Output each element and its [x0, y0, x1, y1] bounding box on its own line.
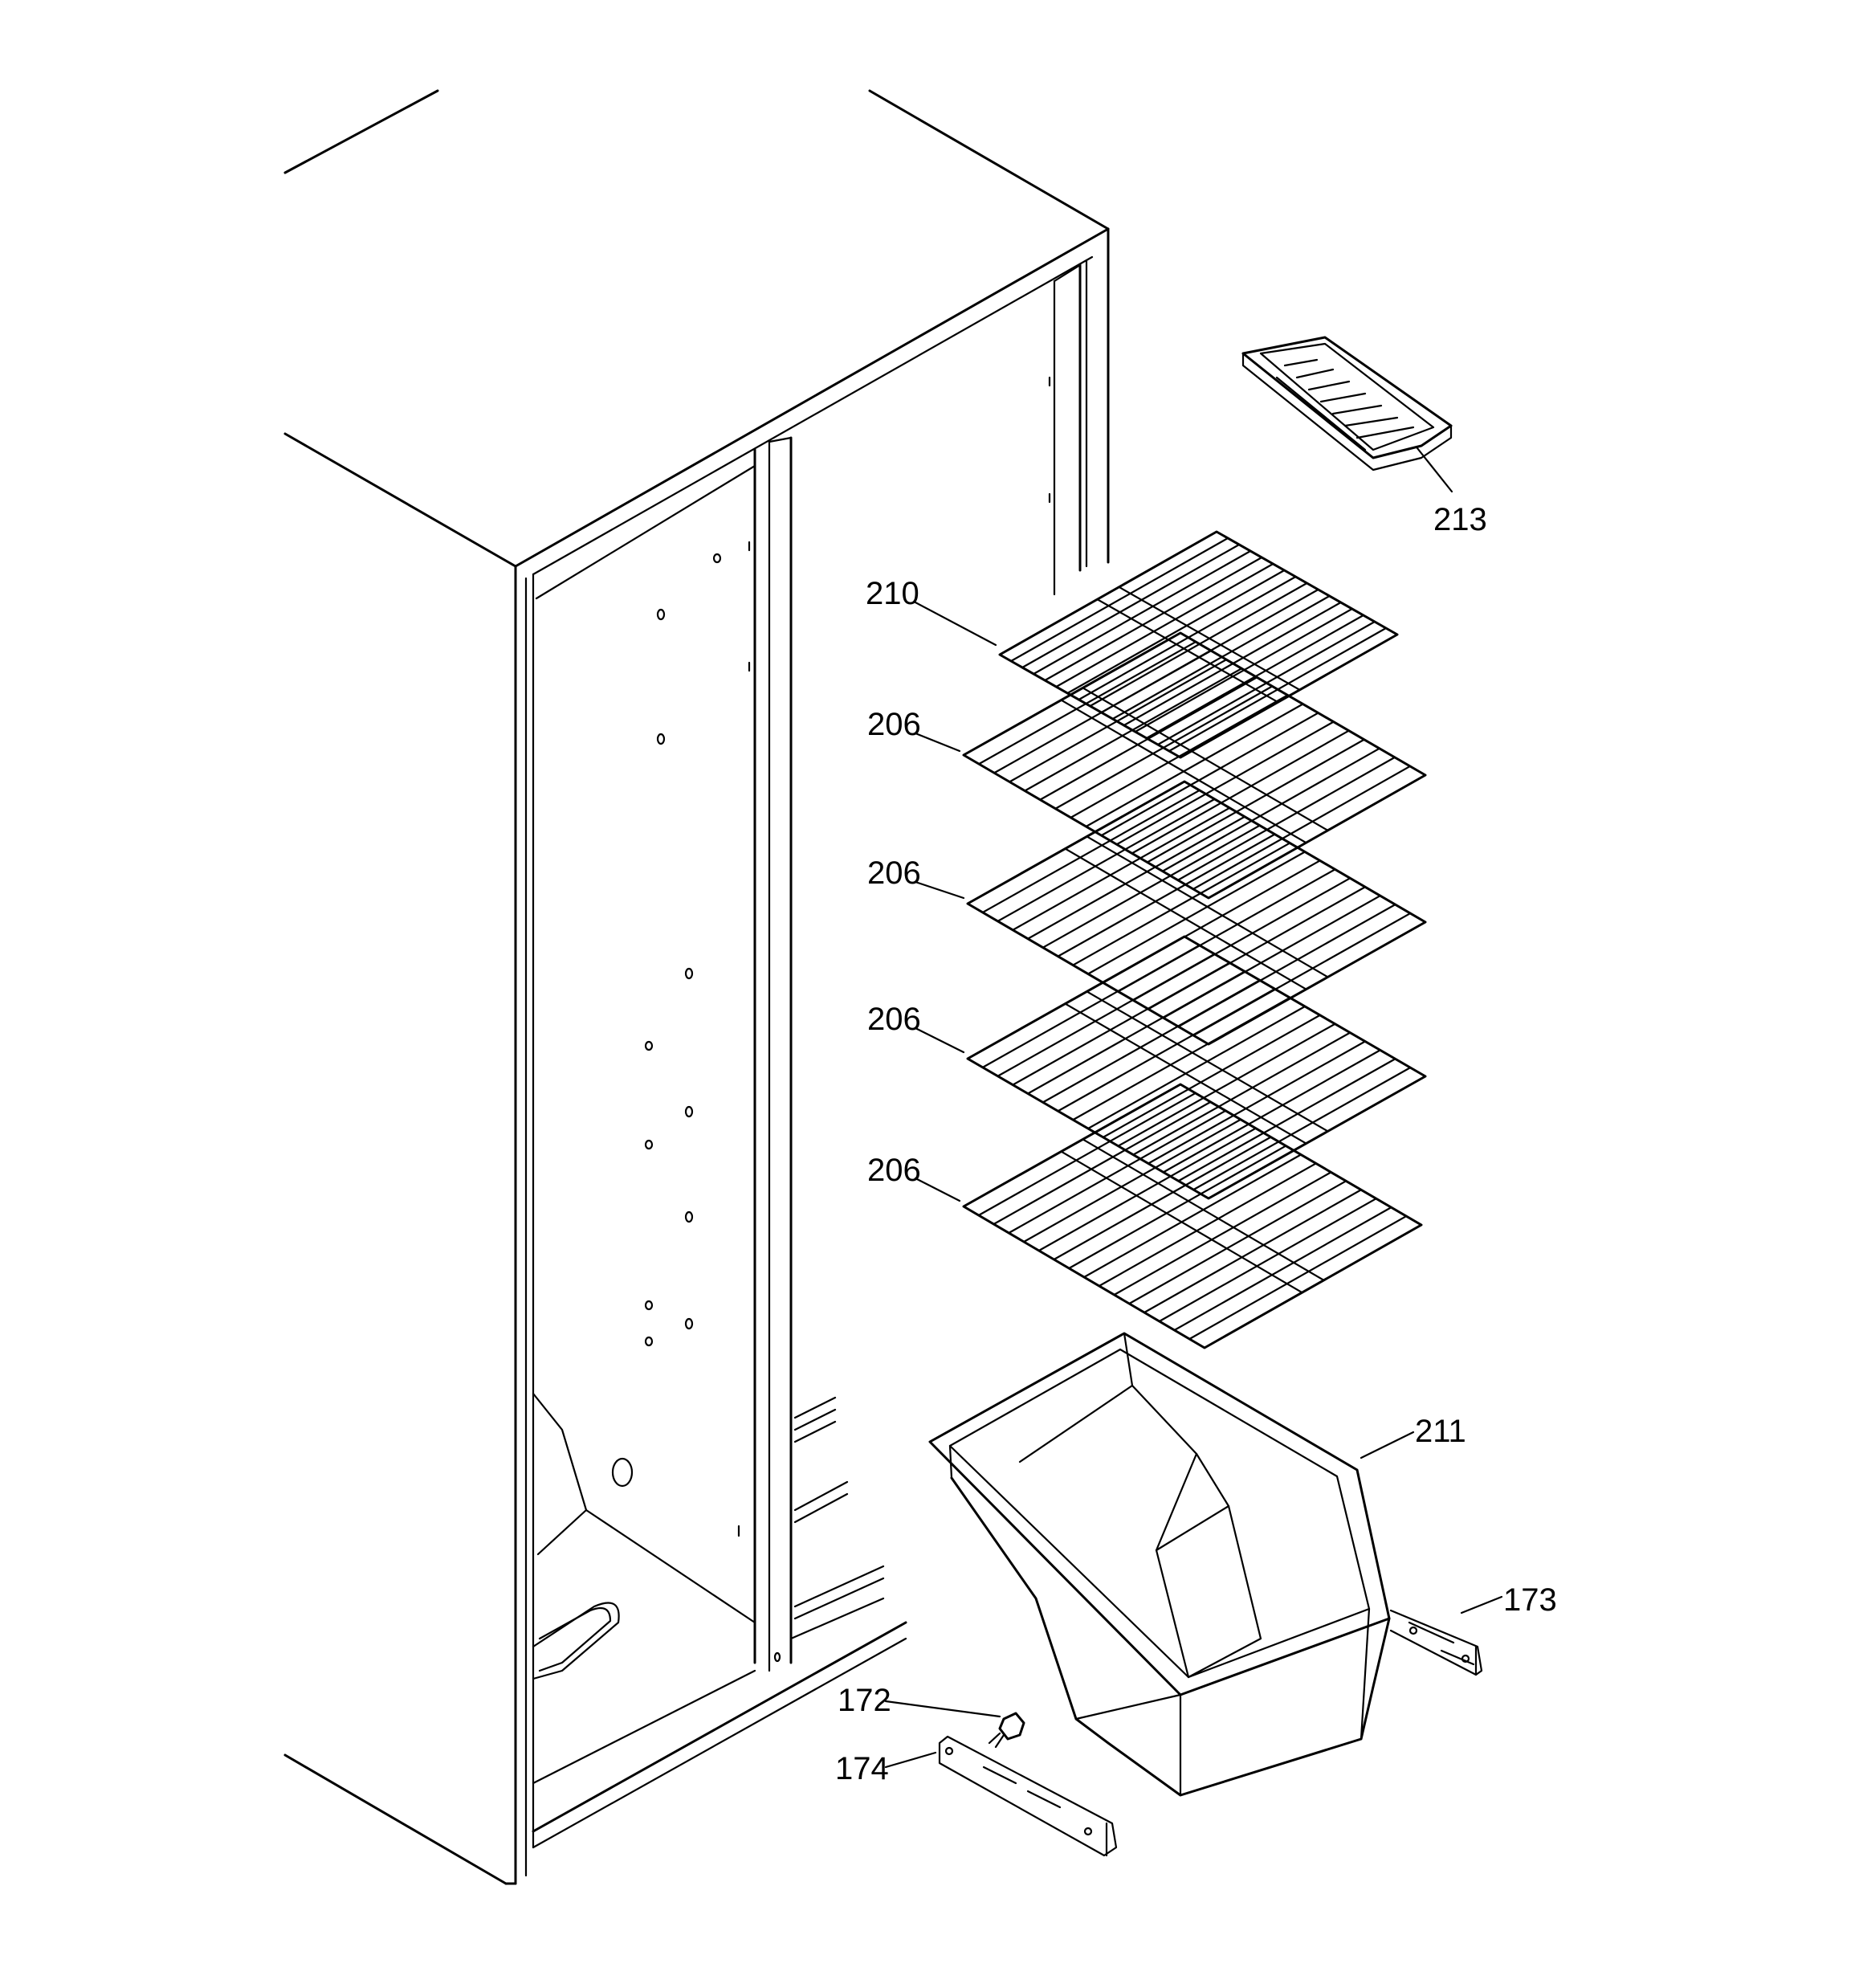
shelf-wire — [1102, 1014, 1321, 1138]
shelf-wire — [1117, 1023, 1336, 1147]
shelf-support-bar — [1086, 990, 1329, 1133]
shelf-wire — [1146, 738, 1365, 863]
shelf-support-bar — [1064, 847, 1307, 990]
shelf-wire — [977, 1092, 1196, 1217]
shelf-wire — [1033, 549, 1252, 676]
shelf-wire — [1115, 720, 1335, 846]
shelf-wire — [1086, 851, 1307, 975]
shelf-wire — [1026, 815, 1246, 940]
callout-172: 172 — [838, 1683, 891, 1718]
shelf-wire — [1053, 1136, 1272, 1261]
freezer-cabinet — [283, 89, 1110, 1885]
shelf-wire — [1131, 729, 1350, 855]
shelf-support-bar — [1086, 835, 1329, 978]
shelf-1 — [962, 631, 1427, 900]
shelf-wire — [1188, 1214, 1408, 1341]
shelf-wire — [1009, 659, 1228, 783]
callout-206-1: 206 — [867, 707, 921, 742]
shelf-wire — [1143, 1189, 1363, 1314]
shelf-wire — [1162, 1049, 1381, 1174]
shelf-wire — [1158, 1198, 1377, 1323]
shelf-support-bar — [1060, 699, 1307, 844]
shelf-support-bar — [1064, 1002, 1307, 1145]
wire-shelves — [962, 530, 1427, 1349]
shelf-wire — [1024, 667, 1243, 792]
shelf-wire — [1070, 694, 1289, 818]
callout-labels: 213 210 206 206 206 206 211 173 172 174 — [835, 502, 1557, 1786]
shelf-wire — [1009, 537, 1229, 663]
callout-174: 174 — [835, 1751, 889, 1786]
shelf-wire — [1173, 1206, 1392, 1332]
shelf-wire — [993, 1100, 1212, 1226]
shelf-2 — [966, 780, 1427, 1046]
shelf-wire — [1037, 1127, 1257, 1252]
shelf-wire — [1008, 1109, 1227, 1235]
shelf-wire — [993, 650, 1213, 774]
shelf-wire — [1055, 562, 1274, 688]
callout-206-3: 206 — [867, 1002, 921, 1037]
shelf-wire — [1039, 676, 1258, 801]
callout-173: 173 — [1503, 1582, 1557, 1618]
callout-210: 210 — [866, 576, 919, 611]
callout-213: 213 — [1433, 502, 1487, 537]
shelf-wire — [1068, 1145, 1287, 1270]
shelf-wire — [997, 798, 1216, 922]
shelf-wire — [1100, 712, 1319, 837]
shelf-frame — [966, 780, 1427, 1046]
callout-206-2: 206 — [867, 855, 921, 891]
shelf-wire — [1072, 997, 1291, 1121]
shelf-wire — [1012, 961, 1231, 1086]
callout-206-4: 206 — [867, 1153, 921, 1188]
shelf-support-bar — [1096, 598, 1279, 704]
shelf-wire — [1021, 543, 1241, 669]
back-wall-holes — [611, 376, 1051, 1663]
shelf-frame — [998, 530, 1399, 759]
shelf-wire — [1057, 988, 1276, 1112]
shelf-wire — [1057, 833, 1276, 957]
shelf-wire — [997, 953, 1216, 1077]
shelf-frame — [962, 1083, 1423, 1349]
shelf-wire — [1082, 1153, 1302, 1279]
shelf-4 — [962, 1083, 1423, 1349]
shelf-wire — [1026, 970, 1246, 1095]
shelf-wire — [1022, 1118, 1242, 1243]
shelf-wire — [1192, 765, 1412, 890]
shelf-wire — [1176, 756, 1396, 881]
shelf-support-bar — [1060, 1150, 1303, 1294]
shelf-wire — [1128, 1180, 1347, 1305]
ice-bin — [928, 1332, 1391, 1797]
shelf-wire — [981, 944, 1201, 1068]
shelf-wire — [1086, 1005, 1307, 1130]
shelf-frame — [962, 631, 1427, 900]
ice-tray — [1241, 336, 1453, 471]
shelf-wire — [981, 789, 1201, 914]
shelf-frame — [966, 935, 1427, 1200]
shelf-wire — [1132, 1031, 1351, 1156]
shelf-wire — [1085, 703, 1304, 828]
shelf-wire — [1044, 556, 1263, 682]
shelf-wire — [1192, 1067, 1412, 1191]
leader-lines — [884, 447, 1503, 1769]
shelf-wire — [1113, 1171, 1332, 1296]
callout-211: 211 — [1415, 1414, 1466, 1449]
shelf-wire — [977, 640, 1197, 765]
shelf-wire — [1072, 842, 1291, 966]
shelf-wire — [1177, 1058, 1396, 1182]
left-rail — [938, 1735, 1118, 1857]
shelf-wire — [1098, 1162, 1317, 1288]
shelf-wire — [1042, 979, 1261, 1104]
screw — [988, 1712, 1025, 1749]
shelf-wire — [1147, 1040, 1367, 1165]
shelf-support-bar — [1082, 1138, 1325, 1281]
shelf-wire — [1054, 685, 1274, 810]
shelf-support-bar — [1118, 586, 1301, 691]
shelf-wire — [1066, 569, 1286, 695]
shelf-wire — [1012, 806, 1231, 931]
shelf-3 — [966, 935, 1427, 1200]
shelf-wire — [1042, 824, 1261, 949]
shelf-wire — [1161, 747, 1380, 872]
shelf-support-bar — [1082, 687, 1329, 831]
right-rail — [1389, 1609, 1483, 1676]
